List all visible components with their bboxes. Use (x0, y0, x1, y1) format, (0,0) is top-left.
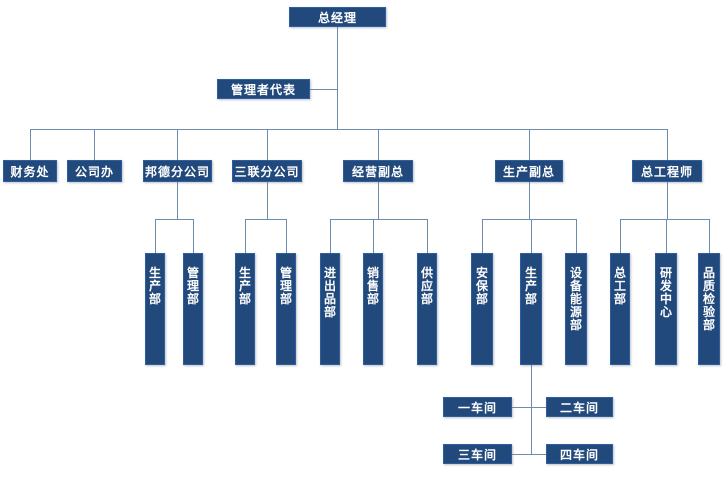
connector-line (667, 129, 668, 160)
org-node-bangde-branch: 邦德分公司 (143, 160, 212, 182)
connector-line (378, 129, 379, 160)
connector-line (177, 182, 178, 219)
connector-line (512, 407, 546, 408)
connector-line (177, 129, 178, 160)
connector-line (245, 219, 246, 253)
connector-line (330, 219, 331, 253)
org-node-equipment-energy-dept: 设备能源部 (565, 253, 587, 365)
connector-line (267, 129, 268, 160)
org-node-workshop-1: 一车间 (443, 397, 512, 417)
connector-line (30, 129, 667, 130)
connector-line (310, 89, 337, 90)
org-node-bangde-production-dept: 生产部 (145, 253, 165, 365)
connector-line (576, 219, 577, 253)
connector-line (512, 454, 546, 455)
connector-line (667, 182, 668, 219)
org-node-security-dept: 安保部 (471, 253, 493, 365)
connector-line (330, 219, 428, 220)
connector-line (193, 219, 194, 253)
connector-line (286, 219, 287, 253)
org-node-workshop-4: 四车间 (546, 444, 613, 464)
connector-line (620, 219, 710, 220)
connector-line (373, 219, 374, 253)
org-node-sanlian-production-dept: 生产部 (235, 253, 255, 365)
connector-line (267, 182, 268, 219)
org-node-import-export-dept: 进出品部 (320, 253, 340, 365)
org-node-general-manager: 总经理 (289, 7, 386, 27)
connector-line (427, 219, 428, 253)
org-node-production-dept: 生产部 (520, 253, 542, 365)
connector-line (155, 219, 194, 220)
connector-line (531, 365, 532, 454)
connector-line (337, 27, 338, 129)
org-node-sanlian-management-dept: 管理部 (276, 253, 296, 365)
connector-line (155, 219, 156, 253)
org-node-management-representative: 管理者代表 (217, 79, 310, 99)
connector-line (378, 182, 379, 219)
org-node-rd-center: 研发中心 (655, 253, 677, 365)
connector-line (529, 129, 530, 160)
connector-line (482, 219, 577, 220)
connector-line (245, 219, 287, 220)
org-node-operations-vp: 经营副总 (343, 160, 413, 182)
connector-line (482, 219, 483, 253)
org-node-bangde-management-dept: 管理部 (183, 253, 203, 365)
connector-line (709, 219, 710, 253)
org-node-sanlian-branch: 三联分公司 (232, 160, 302, 182)
org-node-supply-dept: 供应部 (417, 253, 437, 365)
connector-line (666, 219, 667, 253)
org-node-chief-engineering-dept: 总工部 (610, 253, 630, 365)
org-node-sales-dept: 销售部 (363, 253, 383, 365)
connector-line (531, 219, 532, 253)
org-node-workshop-2: 二车间 (546, 397, 613, 417)
connector-line (620, 219, 621, 253)
org-node-company-office: 公司办 (67, 160, 122, 182)
org-node-chief-engineer: 总工程师 (632, 160, 702, 182)
connector-line (94, 129, 95, 160)
org-node-production-vp: 生产副总 (495, 160, 563, 182)
org-node-finance-office: 财务处 (3, 160, 57, 182)
org-node-quality-inspection-dept: 品质检验部 (698, 253, 720, 365)
connector-line (30, 129, 31, 160)
org-node-workshop-3: 三车间 (443, 444, 512, 464)
connector-line (529, 182, 530, 219)
